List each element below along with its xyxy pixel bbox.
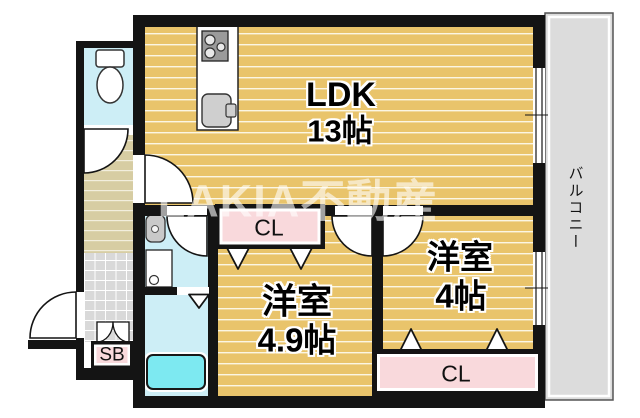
balcony-label: バルコニー [566, 165, 584, 251]
doorways [76, 155, 423, 338]
folding-door-marks [188, 245, 510, 354]
kitchen-counter [196, 25, 239, 131]
western-49-size-label: 4.9帖 [257, 321, 337, 359]
stove-icon [201, 30, 229, 62]
ldk-hall-door-swing [144, 154, 194, 204]
bath-door-mark [188, 293, 210, 309]
closet-bottom-box [372, 349, 545, 396]
toilet-door-swing [83, 128, 129, 174]
sink-icon [201, 93, 237, 128]
shoebox-box [91, 341, 133, 369]
washroom-door-swing [166, 215, 208, 257]
western-49-door-swing [331, 215, 373, 257]
washbasin-icon [145, 214, 166, 243]
sliding-windows [525, 68, 548, 325]
western-4-door-swing [382, 215, 424, 257]
western-49-label: 洋室 [261, 282, 333, 322]
shoebox-label: SB [99, 344, 125, 366]
entry-door-swing [29, 291, 77, 339]
washing-machine-icon [145, 249, 173, 288]
ldk-size-label: 13帖 [307, 113, 373, 149]
door-swings [29, 128, 424, 343]
closet-bottom-label: CL [441, 360, 471, 387]
closet-top-label: CL [254, 214, 284, 241]
western-4-size-label: 4帖 [435, 277, 487, 315]
entry-door-leaf [28, 340, 84, 349]
closet-top-box [215, 204, 325, 249]
western-4-label: 洋室 [427, 238, 493, 276]
watermark: LAKIA不動産 [157, 175, 439, 227]
ldk-label: LDK [306, 76, 376, 114]
toilet-icon [95, 49, 125, 104]
bathtub-icon [144, 352, 208, 392]
balcony-area [544, 12, 614, 401]
